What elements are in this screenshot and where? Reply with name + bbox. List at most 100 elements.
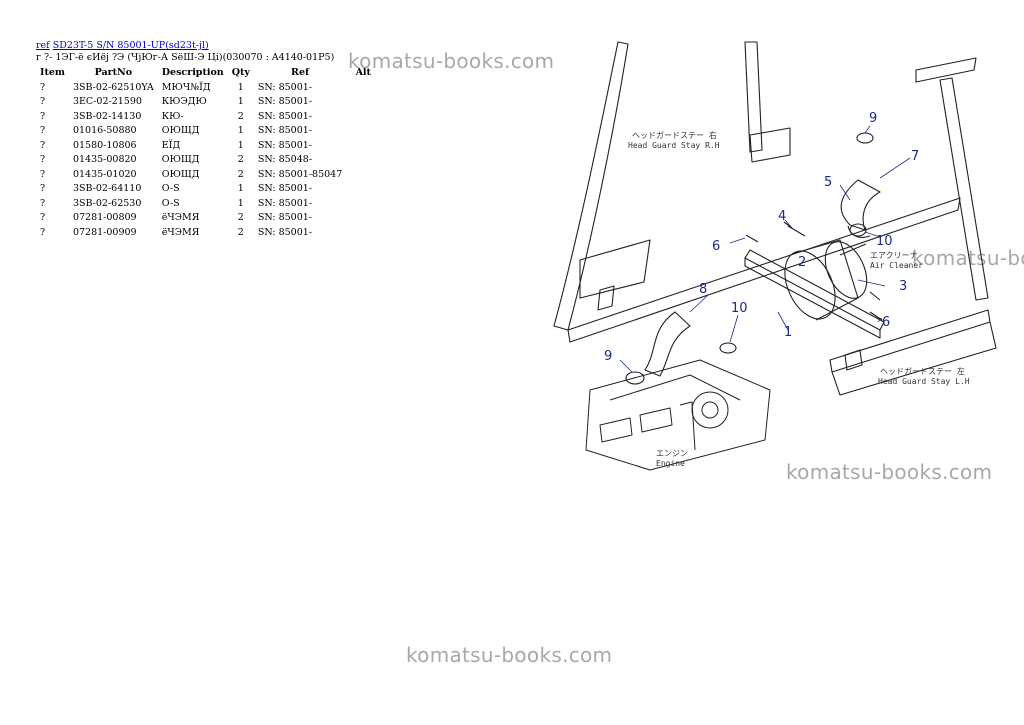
callout-9: 9 <box>604 349 612 364</box>
parts-table: Item PartNo Description Qty Ref Alt ? 3SB… <box>36 66 380 240</box>
cell-item: ? <box>40 168 46 180</box>
cell-alt <box>346 139 380 154</box>
bolt-6 <box>745 234 759 243</box>
cell-alt <box>346 153 380 168</box>
head-guard-stay-rh <box>553 41 629 331</box>
cell-item: ? <box>40 81 46 93</box>
cell-item: ? <box>40 154 46 165</box>
callout-2: 2 <box>798 255 806 270</box>
cell-desc: МЮЧ№ЇД <box>161 81 211 93</box>
cell-desc: ОЮЩД <box>161 154 200 165</box>
cell-partno: 3SB-02-62510YA <box>72 81 154 93</box>
engine <box>585 359 771 471</box>
cell-desc: ёЧЭМЯ <box>161 212 200 223</box>
cell-qty: 1 <box>237 197 244 209</box>
cell-partno: 07281-00809 <box>72 212 137 223</box>
callout-6: 6 <box>712 239 720 254</box>
cell-ref: SN: 85001- <box>257 197 313 209</box>
model-link[interactable]: SD23T-5 S/N 85001-UP(sd23t-jl) <box>52 40 209 51</box>
cell-alt <box>346 226 380 241</box>
page-subtitle: г ?- 1ЭГ-ё єИёј ?Э (ЧјЮг-А ЅёШ-Э Ці)(030… <box>36 52 335 63</box>
cell-ref: SN: 85001- <box>257 139 313 151</box>
cell-qty: 1 <box>237 125 244 136</box>
col-description: Description <box>161 67 224 78</box>
air-cleaner <box>784 239 868 321</box>
cell-partno: 3SB-02-64110 <box>72 183 142 194</box>
clamp-9 <box>856 132 874 144</box>
cell-qty: 2 <box>237 154 244 165</box>
caption-cleaner-jp: エアクリーナ <box>870 251 918 260</box>
col-qty: Qty <box>231 67 250 78</box>
cell-desc: ёЧЭМЯ <box>161 226 200 238</box>
cell-alt <box>346 95 380 110</box>
cell-partno: 01435-01020 <box>72 168 137 180</box>
table-header-row: Item PartNo Description Qty Ref Alt <box>36 66 380 81</box>
table-row: ? 01435-01020 ОЮЩД 2 SN: 85001-85047 <box>36 168 380 183</box>
cell-qty: 2 <box>237 168 244 180</box>
cell-partno: 3SB-02-62530 <box>72 197 142 209</box>
callout-1: 1 <box>784 325 792 340</box>
cell-qty: 1 <box>237 139 244 151</box>
table-row: ? 3SB-02-62530 O-S 1 SN: 85001- <box>36 197 380 212</box>
cell-desc: ЕЇД <box>161 139 181 151</box>
cell-ref: SN: 85001- <box>257 81 313 93</box>
cell-desc: O-S <box>161 197 180 209</box>
callout-7: 7 <box>911 149 919 164</box>
col-item: Item <box>40 67 65 78</box>
cell-qty: 2 <box>237 212 244 223</box>
cell-desc: O-S <box>161 183 180 194</box>
cell-alt <box>346 81 380 96</box>
cell-item: ? <box>40 96 46 107</box>
callout-5: 5 <box>824 175 832 190</box>
cell-ref: SN: 85001- <box>257 125 313 136</box>
cell-partno: 3SB-02-14130 <box>72 110 142 122</box>
watermark: komatsu-books.com <box>406 643 613 667</box>
cell-partno: 01580-10806 <box>72 139 137 151</box>
hose-8 <box>644 311 691 377</box>
cell-alt <box>346 124 380 139</box>
cell-partno: 07281-00909 <box>72 226 137 238</box>
hose-7 <box>840 179 881 231</box>
callout-3: 3 <box>899 279 907 294</box>
bolt-4 <box>783 221 806 237</box>
clamp-10 <box>849 223 867 237</box>
cell-item: ? <box>40 197 46 209</box>
callout-4: 4 <box>778 209 786 224</box>
cell-qty: 1 <box>237 81 244 93</box>
cell-alt <box>346 211 380 226</box>
cell-partno: 3EC-02-21590 <box>72 96 142 107</box>
cell-item: ? <box>40 125 46 136</box>
caption-engine-jp: エンジン <box>656 449 688 458</box>
watermark: komatsu-books.com <box>786 460 993 484</box>
cell-item: ? <box>40 139 46 151</box>
cell-ref: SN: 85001- <box>257 96 313 107</box>
col-partno: PartNo <box>94 67 133 78</box>
ref-link[interactable]: ref <box>36 40 50 51</box>
caption-stay-rh-jp: ヘッドガードステー 右 <box>632 130 717 140</box>
cell-ref: SN: 85001- <box>257 183 313 194</box>
cell-qty: 2 <box>237 226 244 238</box>
caption-engine: Engine <box>656 459 685 468</box>
callout-9: 9 <box>869 111 877 126</box>
head-guard-stay-lh <box>939 77 989 301</box>
cell-partno: 01435-00820 <box>72 154 137 165</box>
cell-ref: SN: 85001- <box>257 226 313 238</box>
cell-desc: КЮ- <box>161 110 184 122</box>
cell-item: ? <box>40 212 46 223</box>
cell-desc: ОЮЩД <box>161 168 200 180</box>
cell-qty: 1 <box>237 96 244 107</box>
col-ref: Ref <box>291 67 310 78</box>
cell-alt <box>346 168 380 183</box>
bracket <box>744 249 885 331</box>
cell-desc: ОЮЩД <box>161 125 200 136</box>
table-row: ? 3SB-02-62510YA МЮЧ№ЇД 1 SN: 85001- <box>36 81 380 96</box>
parts-diagram: 1 2 3 4 5 6 6 7 8 9 9 10 10 ヘッドガードステー 右 … <box>553 41 997 471</box>
cell-ref: SN: 85001-85047 <box>257 168 343 180</box>
caption-stay-lh: Head Guard Stay L.H <box>878 377 970 386</box>
cell-alt <box>346 110 380 125</box>
